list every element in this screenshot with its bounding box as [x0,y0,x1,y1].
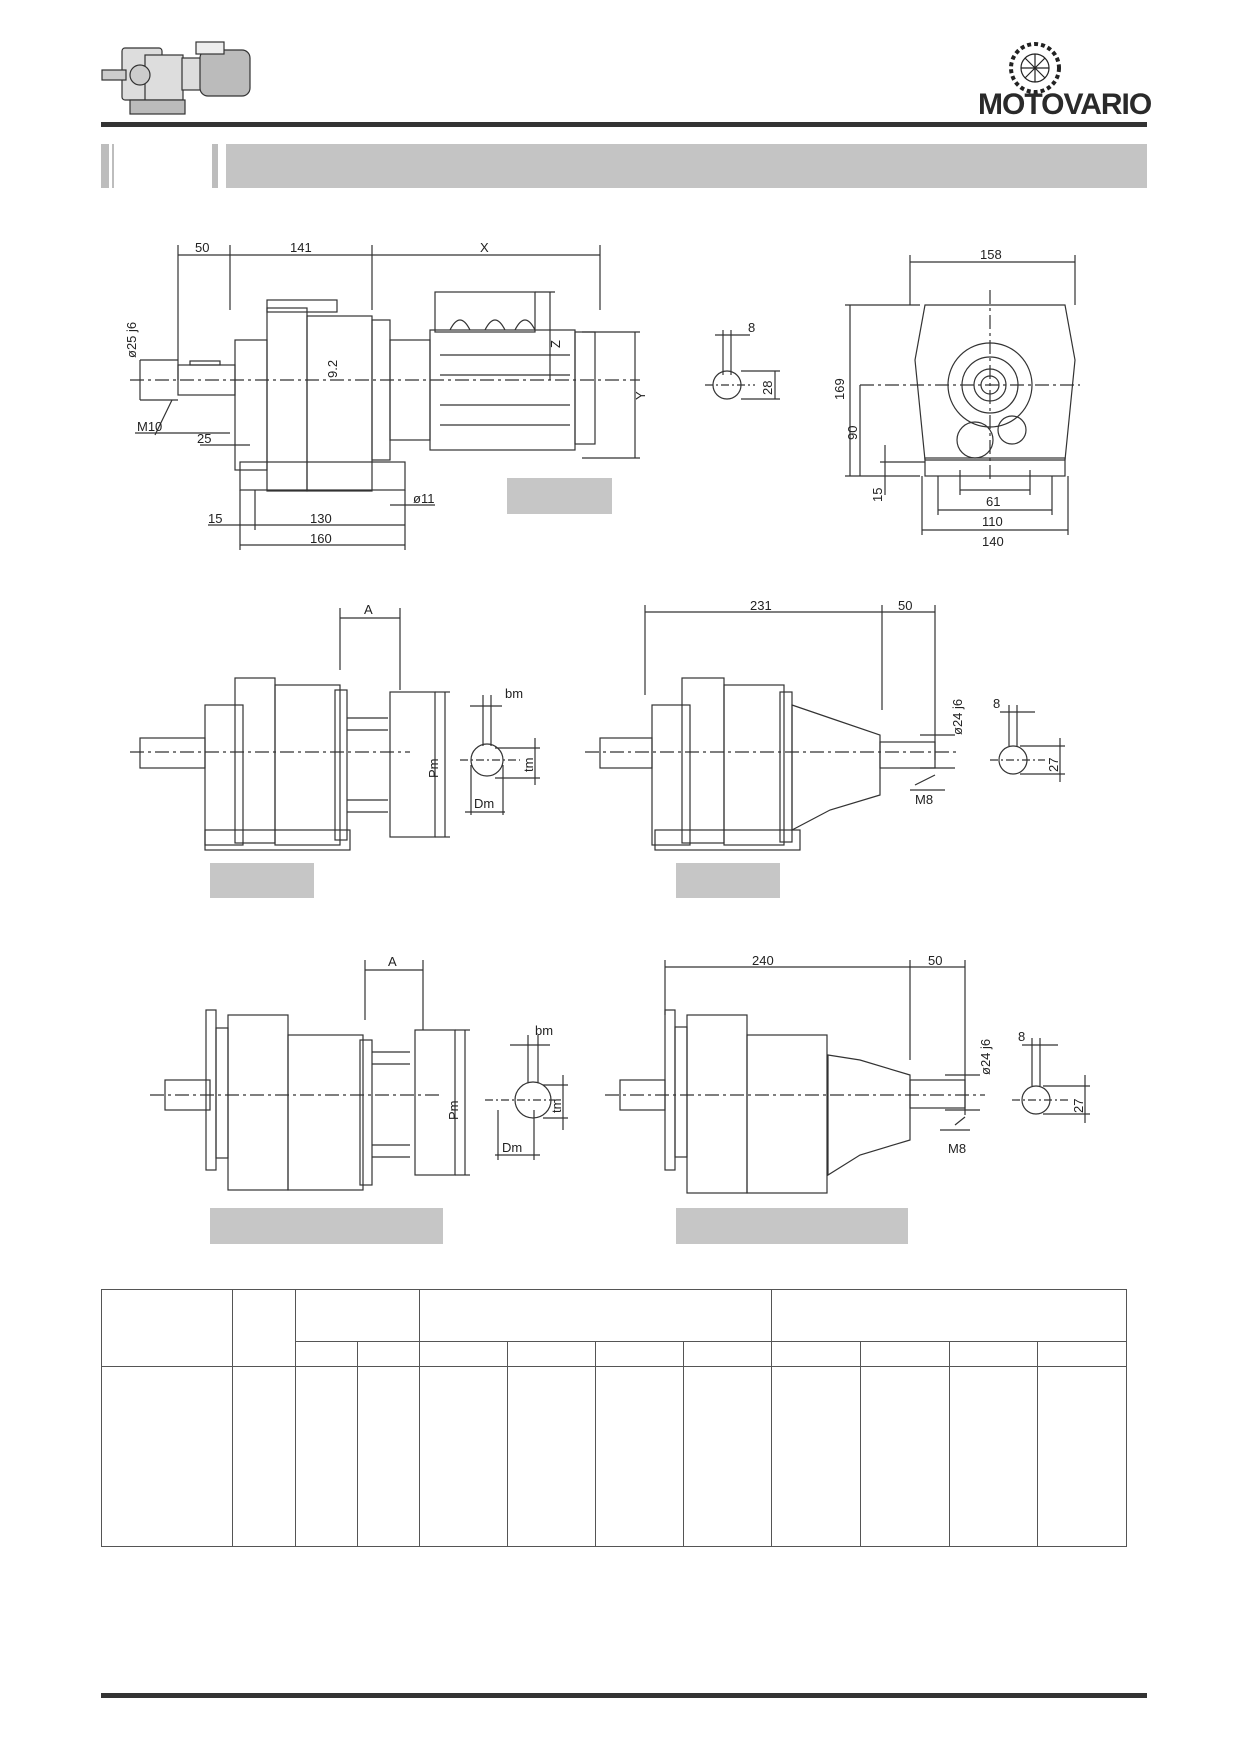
d4-Dm: Dm [502,1140,522,1155]
title-band-code-box [112,144,214,188]
d5-50: 50 [928,955,942,968]
drawing-flanged-output-shaft-240: 240 50 ø24 j6 8 27 M8 [605,955,1090,1194]
drawing-output-shaft-231: 231 50 ø24 j6 8 27 M8 [585,600,1065,851]
title-band-separator [212,144,218,188]
title-band [226,144,1147,188]
key-detail-25: 8 28 [705,320,780,400]
d4-tm: tm [549,1099,564,1113]
table-row [101,1366,1127,1547]
d5-27: 27 [1071,1099,1086,1113]
d5-shaft-diameter: ø24 j6 [978,1039,993,1075]
table-cell [418,1366,508,1547]
dimension-table [101,1289,1127,1547]
dim-z: Z [548,340,563,348]
d5-m8: M8 [948,1141,966,1156]
end-158: 158 [980,247,1002,262]
table-header-cell [771,1289,1127,1342]
table-subheader-cell [683,1341,773,1367]
dim-130: 130 [310,511,332,526]
table-cell [231,1366,296,1547]
end-110: 110 [982,514,1003,529]
key1-8: 8 [748,320,755,335]
dim-shaft-diameter: ø25 j6 [124,322,139,358]
table-subheader-cell [506,1341,597,1367]
dim-hole-11: ø11 [413,491,434,506]
table-header-cell [294,1289,420,1342]
table-cell [860,1366,951,1547]
table-cell [356,1366,420,1547]
table-subheader-cell [418,1341,508,1367]
d5-8: 8 [1018,1029,1025,1044]
d3-8: 8 [993,696,1000,711]
table-cell [595,1366,685,1547]
d3-shaft-diameter: ø24 j6 [950,699,965,735]
table-cell [294,1366,358,1547]
dim-160: 160 [310,531,332,546]
table-cell [506,1366,597,1547]
drawing-side-view-motor: 50 141 X ø25 j6 9.2 Z Y M10 25 ø11 15 13… [124,240,648,550]
dim-141: 141 [290,240,312,255]
d4-bm: bm [535,1023,553,1038]
table-cell [771,1366,862,1547]
d2-Dm: Dm [474,796,494,811]
header-rule [101,122,1147,127]
output-shaft-label-box [676,863,780,898]
d2-tm: tm [521,758,536,772]
drawing-input-adapter: A bm Pm tm Dm [130,602,540,851]
table-subheader-cell [949,1341,1039,1367]
d3-27: 27 [1046,758,1061,772]
d2-Pm: Pm [426,759,441,779]
table-header-cell [418,1289,773,1342]
d3-231: 231 [750,600,772,613]
motovario-gear-emblem-icon [1009,42,1061,94]
gearmotor-thumbnail-icon [101,41,251,115]
drawing-flanged-input-adapter: A bm Pm tm Dm [150,954,568,1191]
end-61: 61 [986,494,1000,509]
table-subheader-cell [1037,1341,1127,1367]
table-subheader-cell [356,1341,420,1367]
table-subheader-cell [294,1341,358,1367]
d5-240: 240 [752,955,774,968]
d3-50: 50 [898,600,912,613]
table-cell [949,1366,1039,1547]
table-header-cell [101,1289,233,1367]
product-thumbnail [101,41,251,115]
d2-bm: bm [505,686,523,701]
table-subheader-cell [595,1341,685,1367]
title-band-stub [101,144,109,188]
dim-m10: M10 [137,419,162,434]
end-140: 140 [982,534,1004,549]
table-cell [101,1366,233,1547]
adapter-label-box [210,863,314,898]
d4-Pm: Pm [446,1101,461,1121]
footer-rule [101,1693,1147,1698]
flanged-adapter-label-box [210,1208,443,1244]
drawing-end-view: 158 169 90 15 61 110 140 [832,247,1080,549]
end-169: 169 [832,378,847,400]
table-header-cell [231,1289,296,1367]
d3-m8: M8 [915,792,933,807]
flanged-output-label-box [676,1208,908,1244]
end-15: 15 [870,488,885,502]
dim-50: 50 [195,240,209,255]
dim-25: 25 [197,431,211,446]
brand-logo: MOTOVARIO [978,88,1152,121]
key1-28: 28 [760,381,775,395]
end-90: 90 [845,426,860,440]
motor-label-box [507,478,612,514]
d4-A: A [388,954,397,969]
table-subheader-cell [771,1341,862,1367]
table-cell [1037,1366,1127,1547]
dim-y: Y [633,391,648,400]
table-cell [683,1366,773,1547]
dim-9-2: 9.2 [325,360,340,378]
dim-x: X [480,240,489,255]
d2-A: A [364,602,373,617]
table-subheader-cell [860,1341,951,1367]
dim-15: 15 [208,511,222,526]
